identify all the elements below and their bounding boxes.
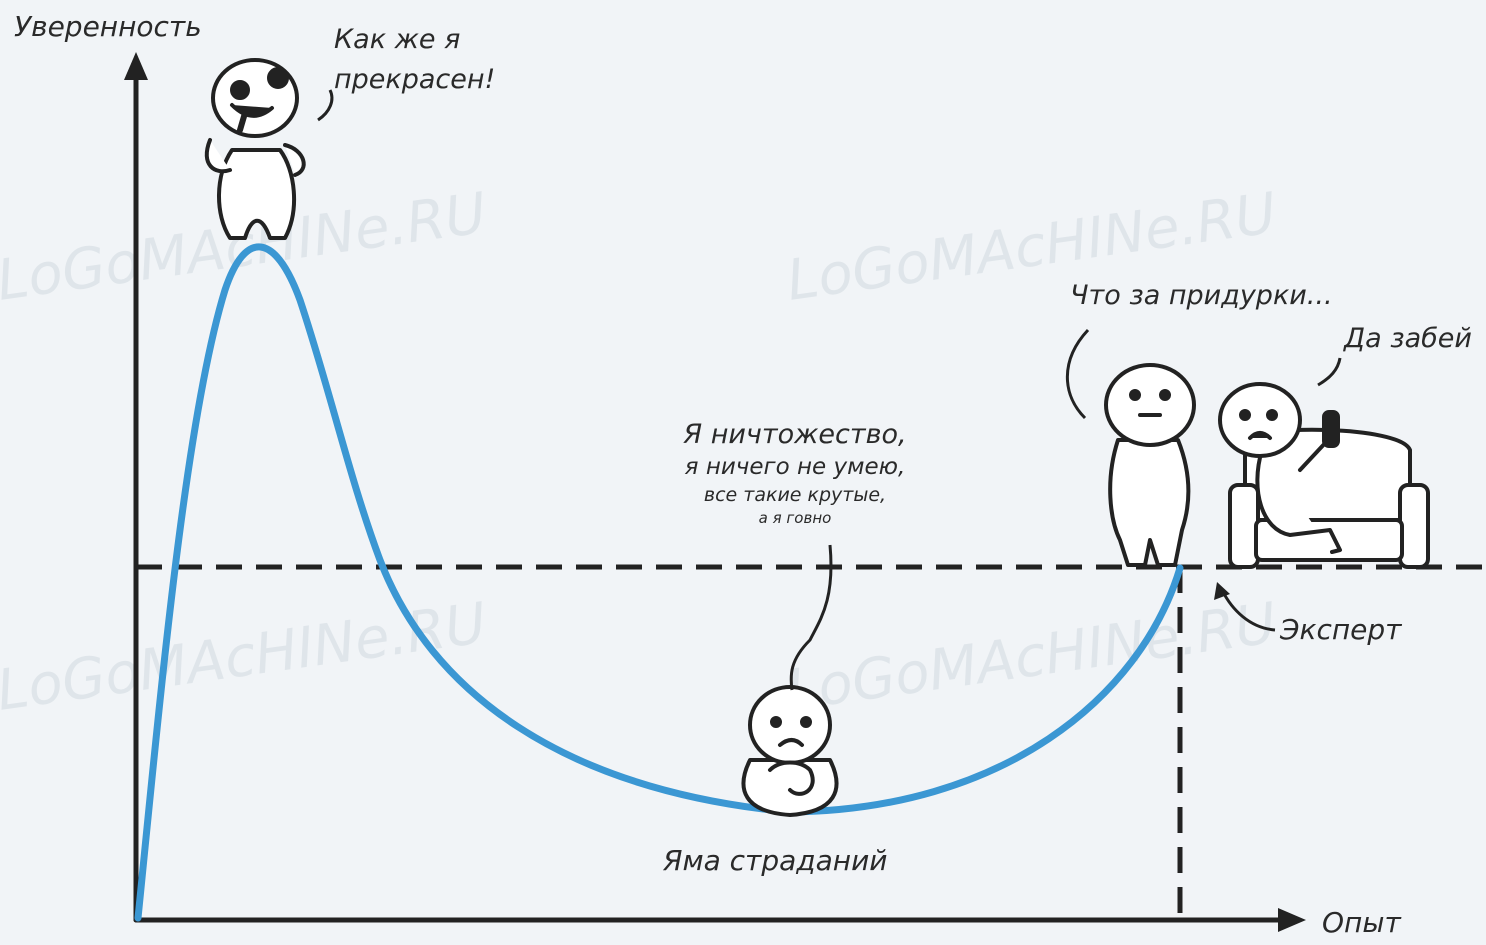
watermark: LoGoMAcHINe.RU bbox=[0, 591, 490, 724]
pit-label: Яма страданий bbox=[663, 844, 888, 877]
peak-speech-tail bbox=[317, 89, 334, 122]
watermark: LoGoMAcHINe.RU bbox=[783, 591, 1280, 724]
expert-character bbox=[1104, 363, 1196, 567]
confidence-curve bbox=[134, 243, 1184, 922]
pit-speech-line: а я говно bbox=[758, 509, 832, 527]
sofa-speech: Да забей bbox=[1344, 323, 1472, 354]
pit-speech: Я ничтожество, я ничего не умею, все так… bbox=[683, 418, 906, 528]
y-axis-label: Уверенность bbox=[14, 10, 202, 43]
pit-speech-line: все такие крутые, bbox=[703, 484, 887, 506]
sofa-speech-tail bbox=[1317, 357, 1342, 387]
sofa-character bbox=[1218, 382, 1430, 569]
expert-speech: Что за придурки... bbox=[1070, 280, 1333, 311]
peak-speech-line: прекрасен! bbox=[334, 64, 496, 95]
axes bbox=[133, 67, 1293, 923]
expert-pointer-arrow-icon bbox=[1214, 582, 1230, 600]
y-axis-arrow-icon bbox=[124, 52, 148, 80]
pit-speech-tail bbox=[789, 544, 833, 691]
pit-speech-line: Я ничтожество, bbox=[683, 419, 907, 450]
sad-character bbox=[741, 685, 839, 817]
expert-speech-tail bbox=[1065, 328, 1090, 420]
pit-speech-line: я ничего не умею, bbox=[684, 454, 906, 480]
x-axis-label: Опыт bbox=[1322, 906, 1401, 939]
peak-speech: Как же я прекрасен! bbox=[334, 20, 495, 100]
x-axis-arrow-icon bbox=[1278, 908, 1306, 932]
expert-label: Эксперт bbox=[1280, 613, 1402, 646]
happy-character bbox=[204, 58, 306, 240]
peak-speech-line: Как же я bbox=[334, 24, 461, 55]
